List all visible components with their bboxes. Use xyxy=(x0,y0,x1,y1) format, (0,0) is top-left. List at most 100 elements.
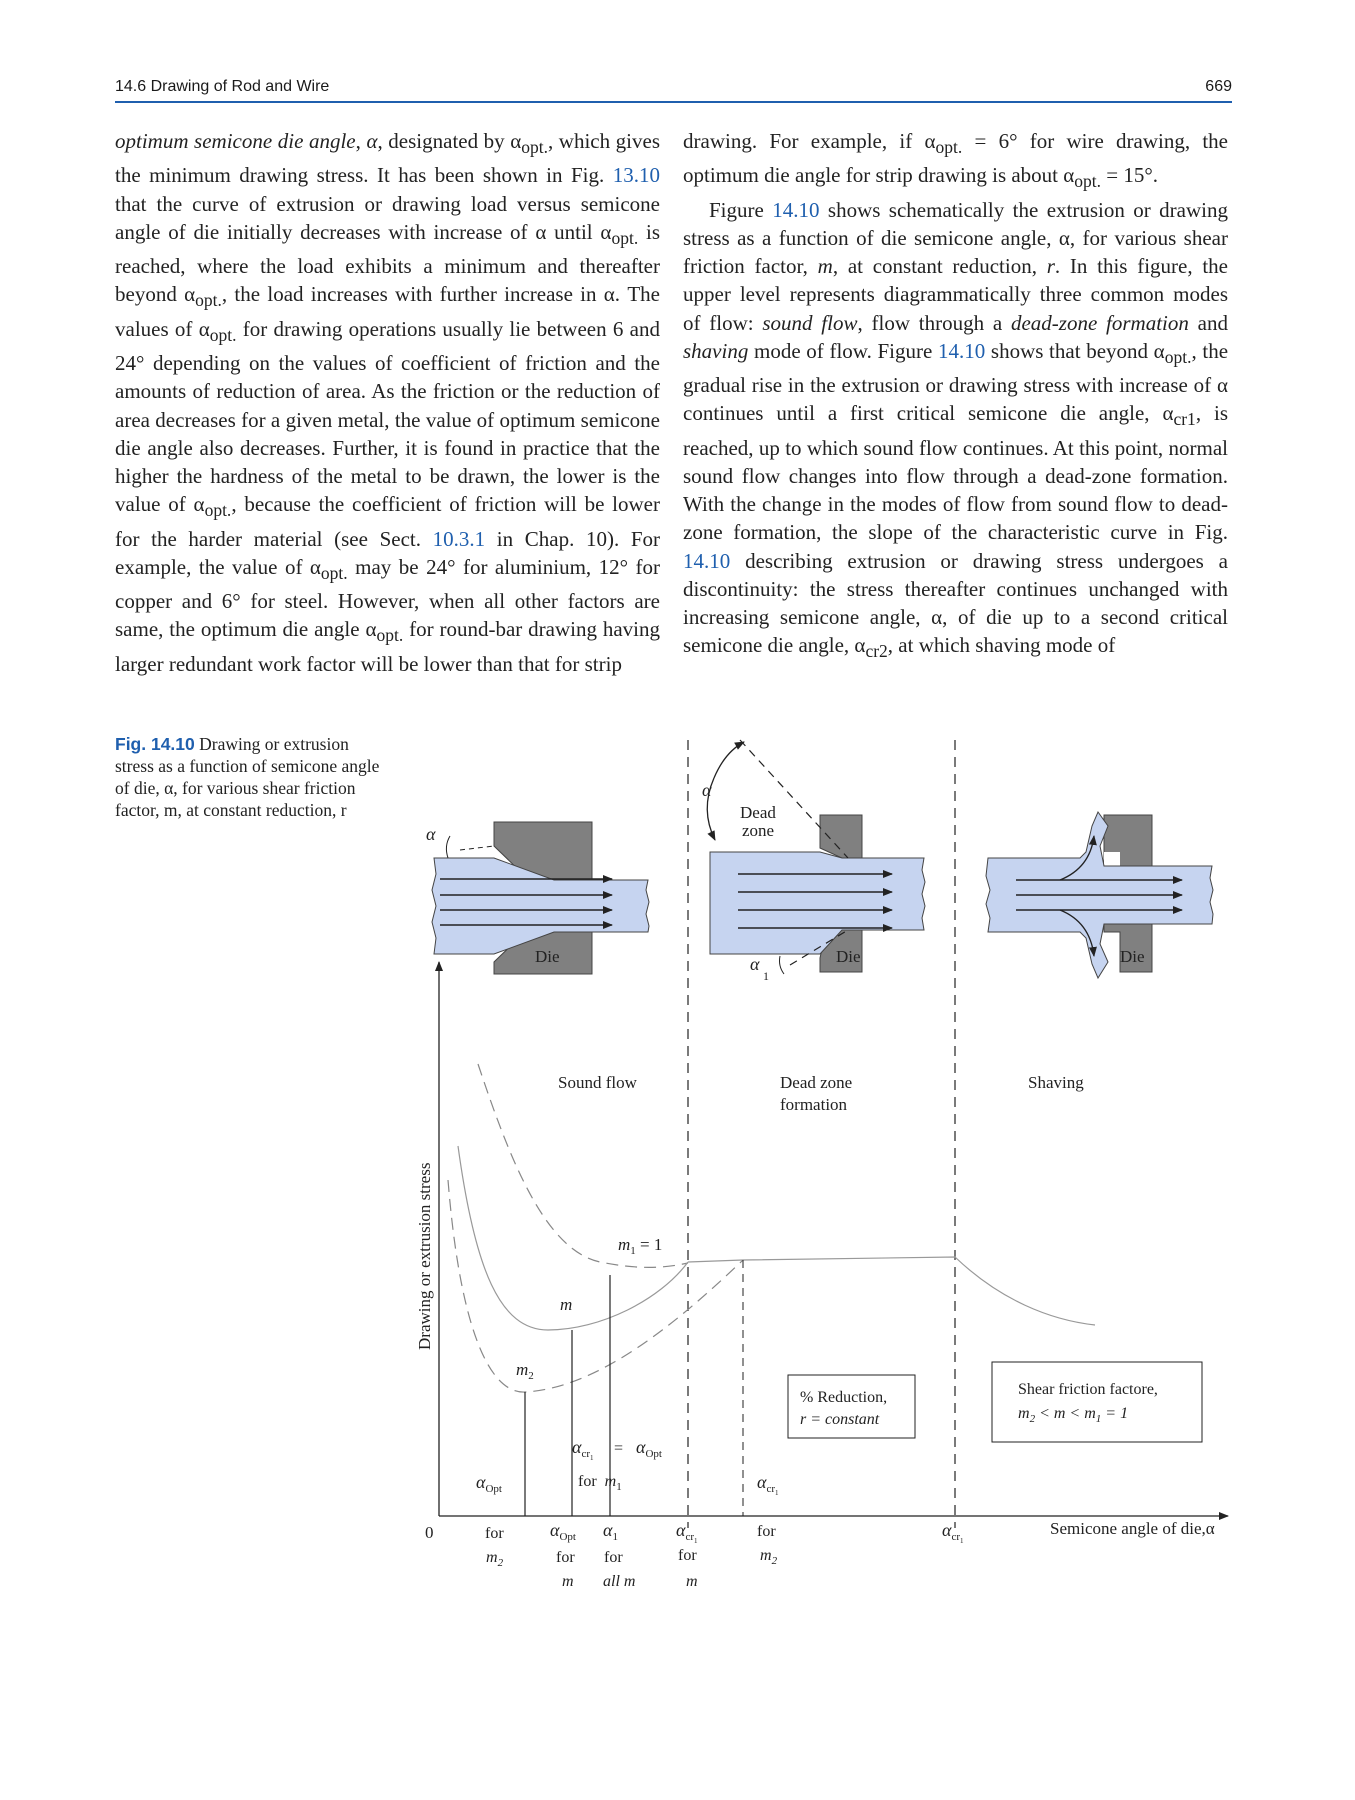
curve-m xyxy=(457,1145,689,1331)
curve-m1 xyxy=(477,1063,689,1268)
text-run: shows schematically the extrusion or dra… xyxy=(683,197,1228,279)
tick-alpha-opt-m: αOpt xyxy=(550,1520,576,1543)
text-run: may be 24° for aluminium, 12° for copper… xyxy=(115,554,660,642)
subscript: cr2 xyxy=(865,641,888,662)
y-axis-label: Drawing or extrusion stress xyxy=(415,1163,434,1350)
curve-label-m1: m1 = 1 xyxy=(618,1235,662,1257)
subscript: opt. xyxy=(1074,171,1102,192)
figure-label: Fig. 14.10 xyxy=(115,734,195,754)
dead-zone-label-1: Dead xyxy=(740,803,776,822)
text-run: r xyxy=(1046,254,1055,279)
tick-alpha-cr1-m: αcr1 xyxy=(676,1520,698,1545)
alpha1-subscript: 1 xyxy=(763,969,769,983)
reduction-box-line1: % Reduction, xyxy=(800,1389,887,1406)
text-run: that the curve of extrusion or drawing l… xyxy=(115,191,660,244)
die-dead-zone: Die α Dead zone α 1 xyxy=(702,739,926,983)
die-sound-flow: Die α xyxy=(426,821,650,975)
x-axis-label: Semicone angle of die,α xyxy=(1050,1519,1215,1538)
text-run: sound flow xyxy=(762,310,858,335)
origin-label: 0 xyxy=(425,1523,434,1542)
friction-box-line2: m2 < m < m1 = 1 xyxy=(1018,1405,1128,1425)
text-run: Figure xyxy=(709,197,773,222)
paragraph: Figure 14.10 shows schematically the ext… xyxy=(683,196,1228,666)
mode-label-dead-2: formation xyxy=(780,1095,848,1114)
tick-alpha1: α1 xyxy=(603,1520,618,1543)
alpha-opt-label-2: αOpt xyxy=(636,1437,662,1460)
die-label: Die xyxy=(535,947,560,966)
tick-alpha-cr-shaving: αcr1 xyxy=(942,1520,964,1545)
text-run: , at which shaving mode of xyxy=(887,633,1116,658)
text-run: shaving xyxy=(683,338,749,363)
alpha-label: α xyxy=(702,780,712,800)
text-run: describing extrusion or drawing stress u… xyxy=(683,548,1228,658)
plateau-curve xyxy=(687,1256,1096,1326)
term: optimum semicone die angle xyxy=(115,129,356,153)
text-run: for round-bar drawing having larger redu… xyxy=(115,617,660,676)
alpha-cr1-m2-label: αcr1 xyxy=(757,1472,779,1497)
subscript: opt. xyxy=(195,290,222,311)
text-run: in Chap. 10). For example, the value of … xyxy=(115,526,661,579)
subscript: opt. xyxy=(611,227,639,248)
tick-m2: m2 xyxy=(486,1549,504,1569)
alpha-label: α xyxy=(426,824,436,844)
alpha-opt-label: αOpt xyxy=(476,1472,502,1495)
reduction-box xyxy=(787,1374,916,1439)
tick-m2-2: m2 xyxy=(760,1547,778,1567)
die-shaving: Die xyxy=(985,810,1214,980)
subscript: opt. xyxy=(204,500,232,521)
text-run: for drawing operations usually lie betwe… xyxy=(115,316,660,517)
text-run: , the gradual rise in the extrusion or d… xyxy=(683,338,1229,426)
body-column-left: optimum semicone die angle, α, designate… xyxy=(115,127,660,678)
text-run: , because the coefficient of friction wi… xyxy=(115,492,660,551)
tick-for-m-2: for xyxy=(678,1547,697,1564)
alpha-cr1-eq-label: αcr1 xyxy=(572,1437,594,1462)
text-run: dead-zone formation xyxy=(1010,310,1189,335)
section-ref-link[interactable]: 10.3.1 xyxy=(432,526,486,551)
figure-ref-link[interactable]: 14.10 xyxy=(937,338,986,363)
figure-ref-link[interactable]: 13.10 xyxy=(612,163,660,188)
mode-label-shaving: Shaving xyxy=(1028,1073,1084,1092)
tick-for-m-1: for xyxy=(556,1549,575,1566)
body-column-right: drawing. For example, if αopt. = 6° for … xyxy=(683,127,1228,666)
text-run: , which gives the minimum drawing stress… xyxy=(115,129,661,188)
subscript: opt. xyxy=(521,137,548,158)
text-run: m xyxy=(817,254,833,279)
paragraph: optimum semicone die angle, α, designate… xyxy=(115,129,661,676)
die-label: Die xyxy=(1120,947,1145,966)
tick-for-all-m: for xyxy=(604,1549,623,1566)
subscript: opt. xyxy=(1164,346,1192,367)
text-run: is reached, where the load exhibits a mi… xyxy=(115,219,661,307)
friction-box xyxy=(991,1361,1203,1443)
header-rule xyxy=(115,101,1232,103)
text-run: shows that beyond α xyxy=(985,338,1165,363)
text-run: , flow through a xyxy=(857,310,1011,335)
text-run: mode of flow. Figure xyxy=(748,338,938,363)
text-run: drawing. For example, if α xyxy=(683,129,936,153)
figure-ref-link[interactable]: 14.10 xyxy=(683,548,731,573)
caption-text: Drawing or extrusion stress as a functio… xyxy=(115,734,380,820)
tick-m-2: m xyxy=(686,1573,698,1590)
curve-label-m2: m2 xyxy=(516,1360,534,1382)
tick-for-m2: for xyxy=(485,1525,504,1542)
die-label: Die xyxy=(836,947,861,966)
text-run: , the load increases with further increa… xyxy=(115,282,660,341)
figure-ref-link[interactable]: 14.10 xyxy=(772,197,820,222)
text-run: and xyxy=(1188,310,1228,335)
subscript: opt. xyxy=(209,324,237,345)
dead-zone-label-2: zone xyxy=(742,821,774,840)
subscript: opt. xyxy=(935,137,963,158)
tick-m-1: m xyxy=(562,1573,574,1590)
reduction-box-line2: r = constant xyxy=(800,1411,880,1428)
page-number: 669 xyxy=(1205,78,1232,95)
text-run: = 15°. xyxy=(1101,163,1159,188)
text-run: , is reached, up to which sound flow con… xyxy=(683,401,1228,545)
alpha1-label: α xyxy=(750,954,760,974)
text-run: . In this figure, the upper level repres… xyxy=(683,254,1228,335)
text-run: = 6° for wire drawing, the optimum die a… xyxy=(683,129,1228,188)
subscript: opt. xyxy=(320,562,348,583)
subscript: opt. xyxy=(376,625,404,646)
mode-label-sound: Sound flow xyxy=(558,1073,638,1092)
mode-label-dead-1: Dead zone xyxy=(780,1073,852,1092)
